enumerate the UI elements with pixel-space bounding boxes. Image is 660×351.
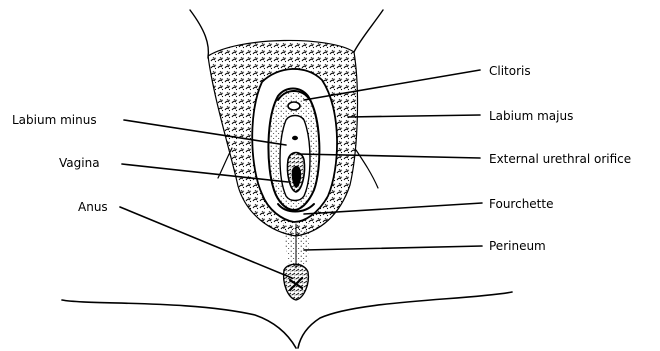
label-clitoris: Clitoris (489, 64, 531, 78)
label-anus: Anus (78, 200, 108, 214)
label-labium-minus: Labium minus (12, 113, 97, 127)
label-perineum: Perineum (489, 239, 546, 253)
label-fourchette: Fourchette (489, 197, 553, 211)
buttock-left-outline (62, 300, 296, 348)
leader-perineum (304, 246, 482, 250)
leader-labium-majus (348, 115, 480, 117)
anatomy-drawing (62, 10, 512, 348)
label-labium-majus: Labium majus (489, 109, 573, 123)
label-vagina: Vagina (59, 156, 100, 170)
thigh-outline-left (190, 10, 208, 58)
clitoris-glans (288, 102, 300, 110)
anus-mark (284, 264, 309, 300)
buttock-right-outline (298, 292, 512, 348)
thigh-outline-right (354, 10, 383, 52)
urethral-orifice (292, 136, 298, 140)
label-external-urethral-orifice: External urethral orifice (489, 152, 631, 166)
